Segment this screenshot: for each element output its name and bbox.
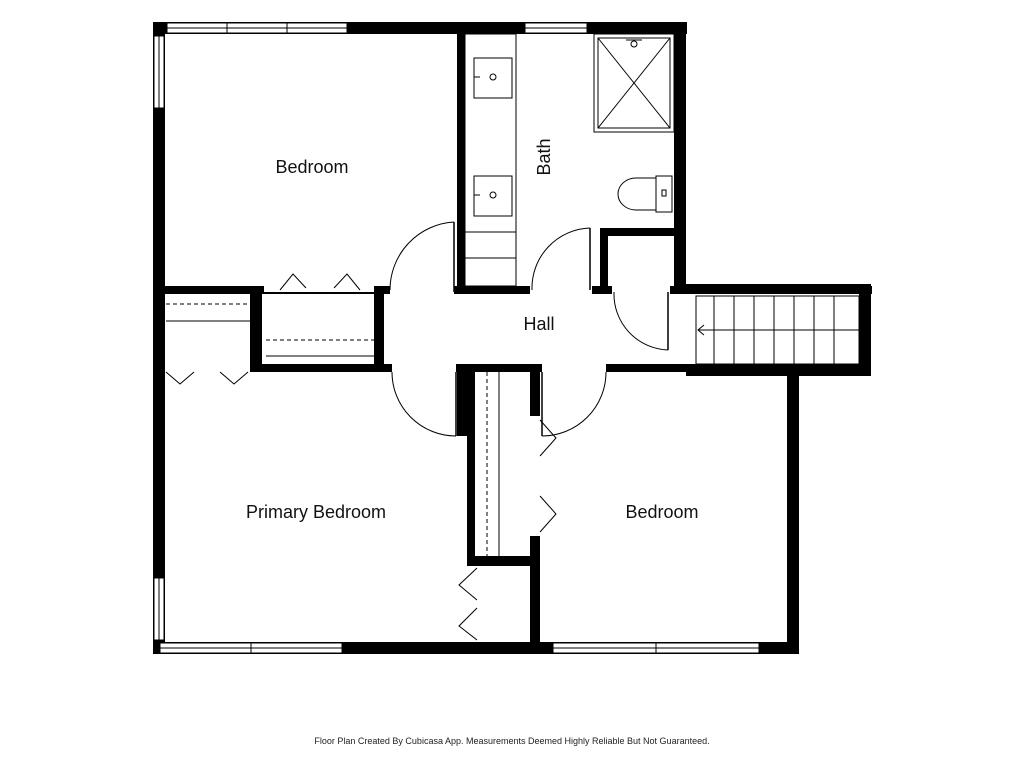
room-label-primary-bedroom: Primary Bedroom: [246, 502, 386, 522]
room-label-bedroom-top: Bedroom: [275, 157, 348, 177]
fixtures: [166, 33, 860, 556]
room-label-bath: Bath: [534, 138, 554, 175]
windows: [153, 22, 760, 654]
room-label-bedroom-bottom: Bedroom: [625, 502, 698, 522]
doors: [165, 221, 670, 642]
footer-disclaimer: Floor Plan Created By Cubicasa App. Meas…: [314, 736, 710, 746]
walls: [153, 22, 872, 654]
room-label-hall: Hall: [523, 314, 554, 334]
